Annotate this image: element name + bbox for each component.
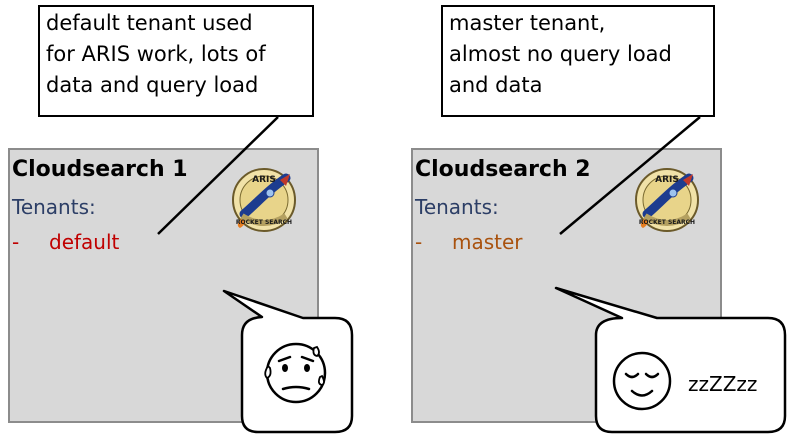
tenant-item-default: - default [12,230,119,254]
note-line: master tenant, [449,11,606,35]
note-line: data and query load [46,73,259,97]
snoring-text: zzZZzz [688,372,758,396]
tenant-name: default [49,230,120,254]
server-cloudsearch-1: Cloudsearch 1 Tenants: - default ARIS ROC… [8,148,319,423]
tenant-name: master [452,230,523,254]
note-cloudsearch-2: master tenant, almost no query load and … [441,5,715,117]
server-title: Cloudsearch 1 [12,157,188,182]
note-line: and data [449,73,543,97]
tenant-item-master: - master [415,230,523,254]
note-cloudsearch-1: default tenant used for ARIS work, lots … [38,5,314,117]
tenant-bullet: - [415,230,423,254]
badge-text-bottom: ROCKET SEARCH [236,219,292,226]
badge-text-bottom: ROCKET SEARCH [639,219,695,226]
badge-text-top: ARIS [655,175,679,185]
tenant-bullet: - [12,230,20,254]
note-line: for ARIS work, lots of [46,42,266,66]
server-title: Cloudsearch 2 [415,157,591,182]
tenants-label: Tenants: [415,195,499,219]
note-line: default tenant used [46,11,253,35]
tenants-label: Tenants: [12,195,96,219]
badge-text-top: ARIS [252,175,276,185]
aris-rocket-search-logo-icon: ARIS ROCKET SEARCH [635,168,699,232]
server-cloudsearch-2: Cloudsearch 2 Tenants: - master ARIS ROCK… [411,148,722,423]
aris-rocket-search-logo-icon: ARIS ROCKET SEARCH [232,168,296,232]
note-line: almost no query load [449,42,672,66]
